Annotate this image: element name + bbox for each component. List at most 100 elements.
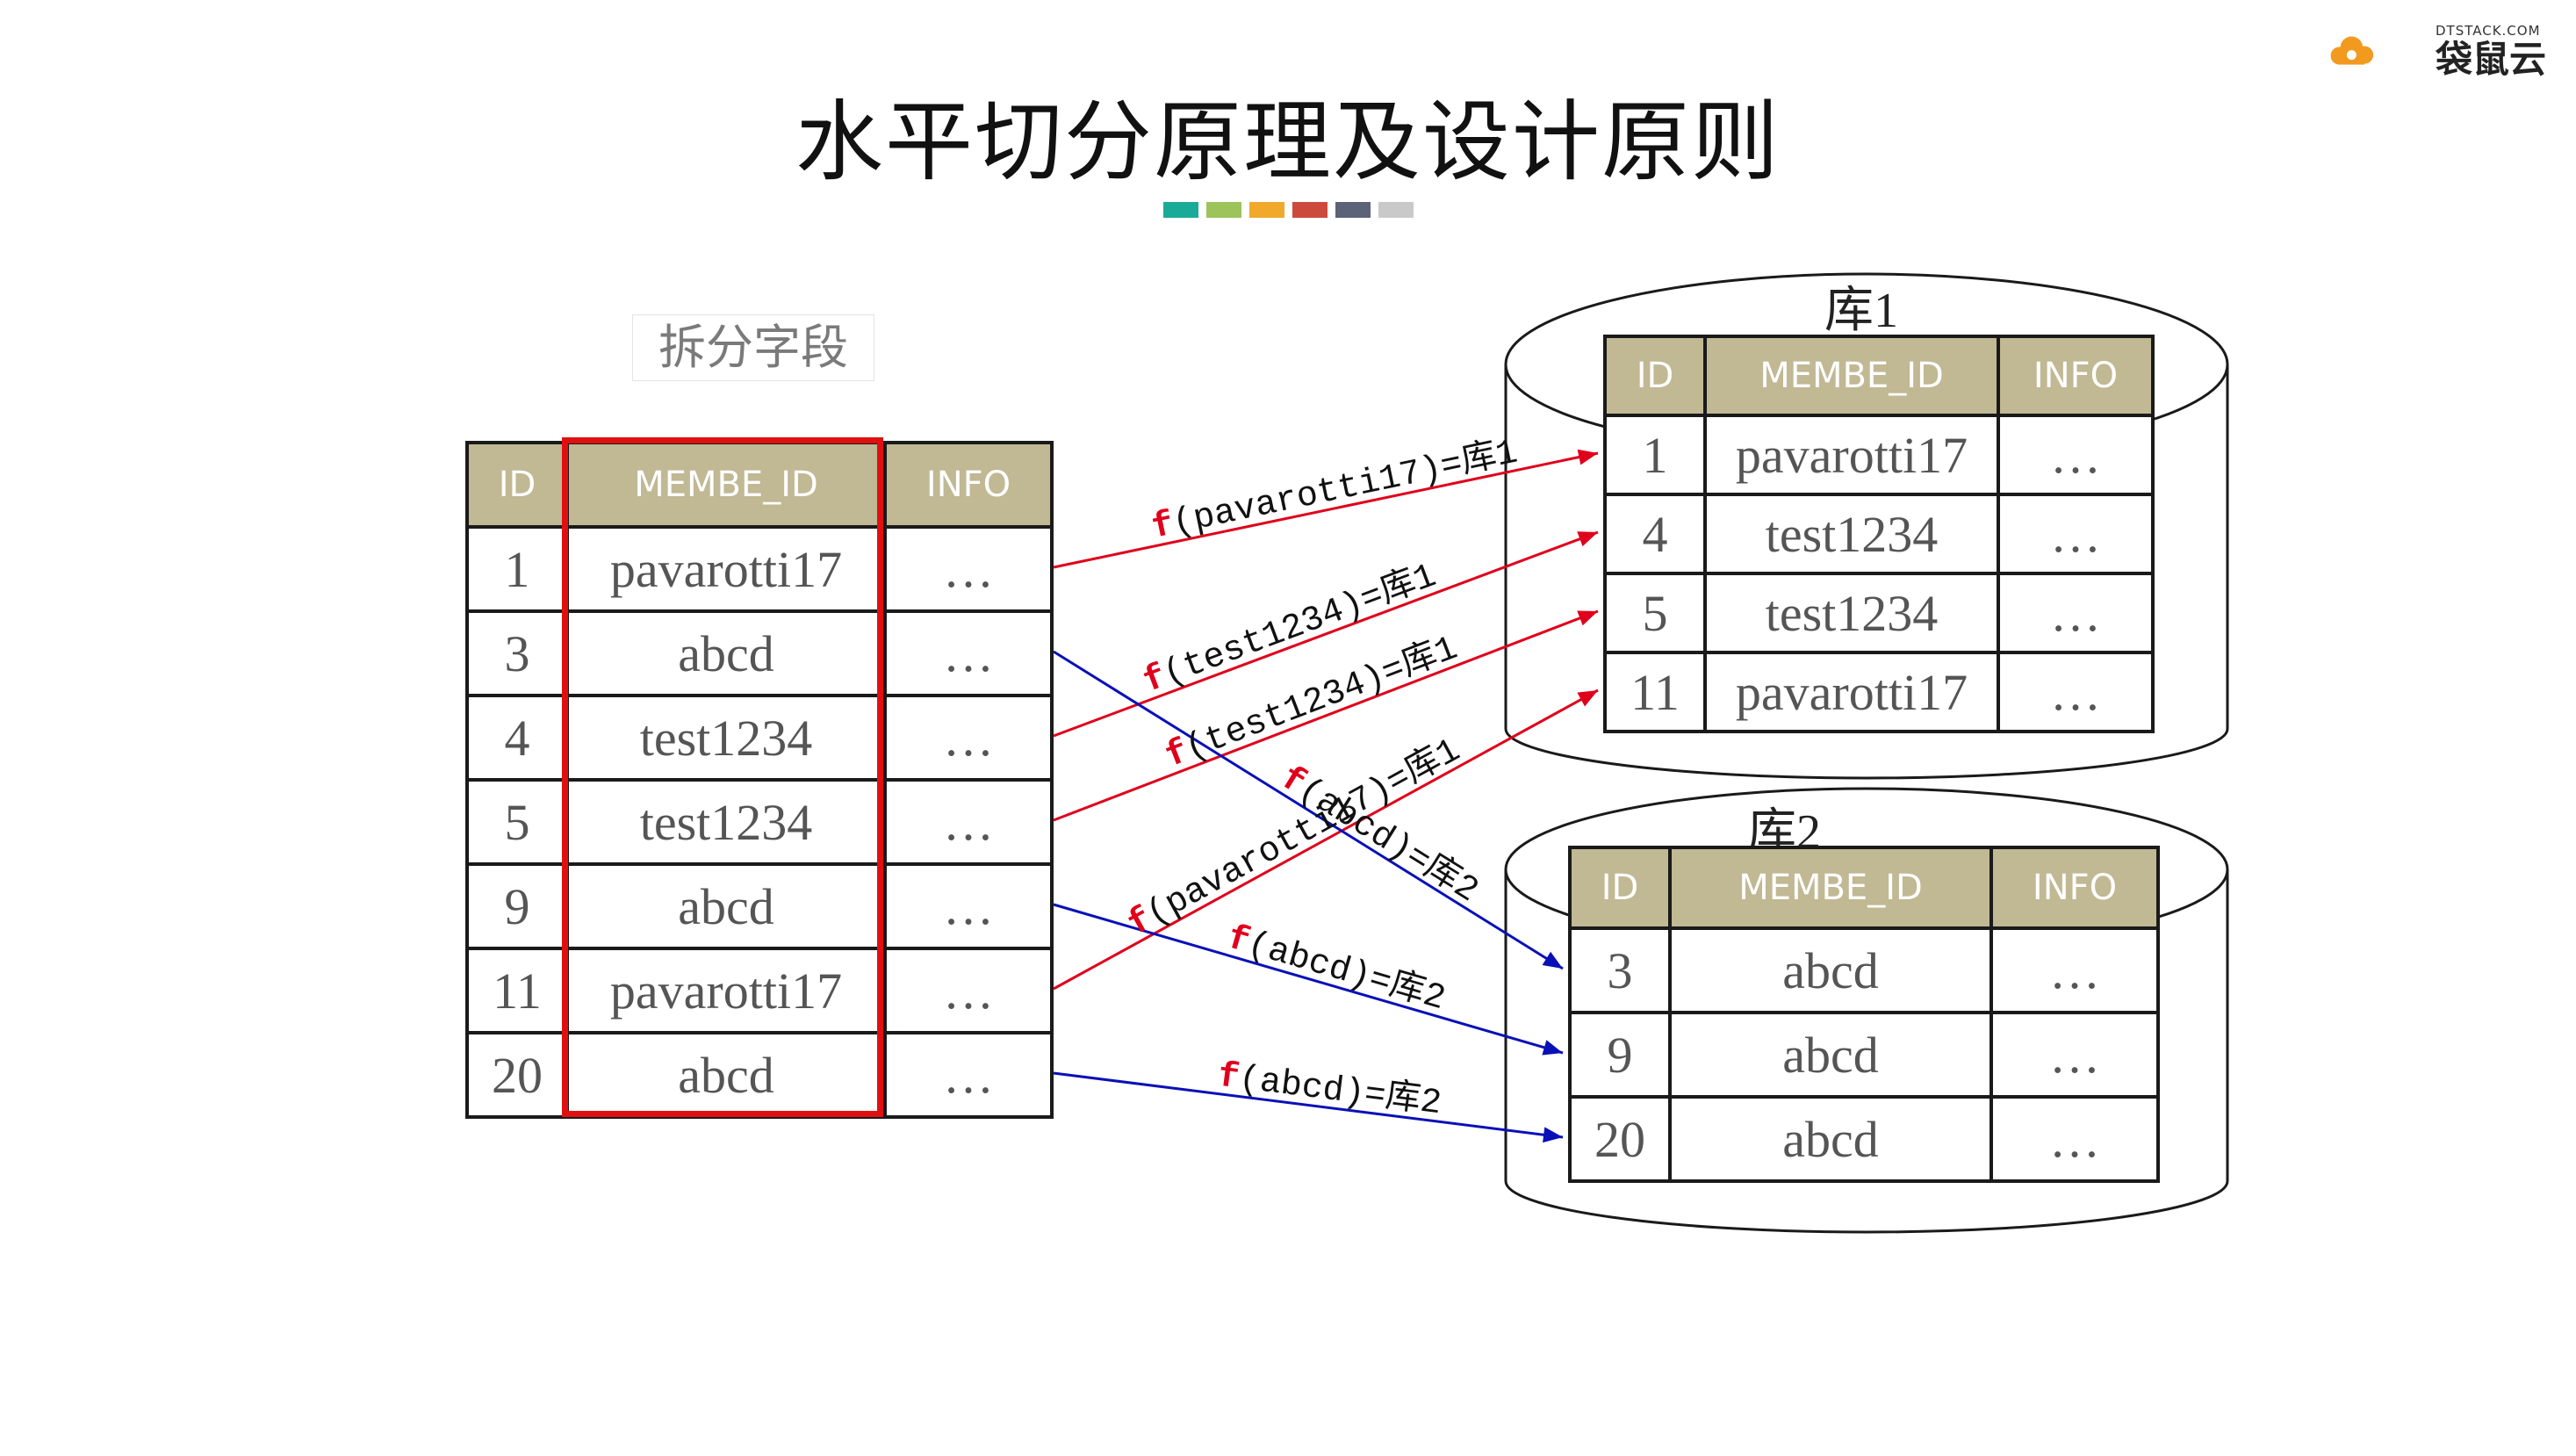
cell-member-id: test1234: [1703, 572, 2000, 654]
function-symbol: f: [1216, 1057, 1241, 1099]
mapping-expression: (abcd)=库2: [1243, 923, 1450, 1020]
header-info: INFO: [1997, 335, 2155, 417]
cell-member-id: pavarotti17: [1703, 414, 2000, 496]
cell-info: …: [1997, 414, 2155, 496]
mapping-arrow: [1053, 1071, 1564, 1139]
header-id: ID: [1568, 846, 1672, 930]
mapping-arrows: [1053, 449, 1599, 1143]
arrowhead-icon: [1577, 449, 1598, 465]
cell-id: 5: [1603, 572, 1707, 654]
deco-swatch: [1249, 202, 1284, 218]
cell-info: …: [1997, 651, 2155, 733]
cell-member-id: test1234: [565, 694, 887, 782]
cell-info: …: [883, 1031, 1054, 1119]
cell-id: 9: [465, 862, 569, 950]
mapping-label: f(pavarotti17)=库1: [1148, 432, 1522, 549]
header-info: INFO: [883, 441, 1054, 529]
mapping-label: f(abcd)=库2: [1222, 917, 1450, 1020]
db1-label: 库1: [1824, 284, 1898, 338]
cell-member-id: abcd: [1668, 1011, 1993, 1099]
cell-info: …: [883, 609, 1054, 697]
header-id: ID: [465, 441, 569, 529]
arrowhead-icon: [1577, 610, 1598, 626]
mapping-expression: (abcd)=库2: [1236, 1058, 1443, 1125]
cell-info: …: [883, 694, 1054, 782]
cell-member-id: abcd: [565, 609, 887, 697]
mapping-label: f(abcd)=库2: [1216, 1056, 1444, 1125]
cell-id: 3: [465, 609, 569, 697]
cell-info: …: [883, 947, 1054, 1034]
mapping-arrow: [1053, 650, 1564, 970]
deco-swatch: [1335, 202, 1371, 218]
header-id: ID: [1603, 335, 1707, 417]
mapping-arrow: [1053, 688, 1599, 991]
deco-swatch: [1206, 202, 1241, 218]
split-field-label: 拆分字段: [632, 314, 874, 381]
header-info: INFO: [1990, 846, 2160, 930]
mapping-arrow: [1053, 451, 1599, 569]
header-member-id: MEMBE_ID: [565, 441, 887, 529]
arrowhead-icon: [1543, 1127, 1563, 1143]
cell-member-id: abcd: [1668, 926, 1993, 1014]
arrowhead-icon: [1577, 690, 1598, 707]
cell-id: 3: [1568, 926, 1672, 1014]
slide-title: 水平切分原理及设计原则: [795, 90, 1781, 193]
cell-id: 11: [1603, 651, 1707, 733]
cell-id: 1: [465, 525, 569, 613]
cell-member-id: test1234: [565, 778, 887, 866]
header-member-id: MEMBE_ID: [1668, 846, 1993, 930]
arrowhead-icon: [1577, 531, 1598, 547]
mapping-arrow: [1053, 609, 1599, 822]
cell-id: 5: [465, 778, 569, 866]
cell-member-id: pavarotti17: [565, 525, 887, 613]
cell-member-id: test1234: [1703, 493, 2000, 575]
cell-id: 11: [465, 947, 569, 1034]
cell-info: …: [1990, 926, 2160, 1014]
cell-info: …: [1990, 1095, 2160, 1183]
cell-id: 9: [1568, 1011, 1672, 1099]
cell-info: …: [1990, 1011, 2160, 1099]
cell-id: 20: [465, 1031, 569, 1119]
table-header-row: ID MEMBE_ID INFO: [1603, 335, 2155, 417]
mapping-labels: f(pavarotti17)=库1f(test1234)=库1f(test123…: [1122, 432, 1522, 1125]
cell-member-id: abcd: [565, 1031, 887, 1119]
cell-info: …: [1997, 572, 2155, 654]
table-header-row: ID MEMBE_ID INFO: [1568, 846, 2160, 930]
cell-member-id: abcd: [1668, 1095, 1993, 1183]
deco-swatch: [1292, 202, 1328, 218]
cell-info: …: [1997, 493, 2155, 575]
cell-id: 20: [1568, 1095, 1672, 1183]
cell-id: 4: [1603, 493, 1707, 575]
cell-member-id: pavarotti17: [565, 947, 887, 1034]
logo-name: 袋鼠云: [2436, 38, 2547, 81]
mapping-expression: (pavarotti17)=库1: [1169, 432, 1521, 544]
deco-swatch: [1378, 202, 1414, 218]
cell-id: 4: [465, 694, 569, 782]
cell-info: …: [883, 778, 1054, 866]
cell-id: 1: [1603, 414, 1707, 496]
arrowhead-icon: [1542, 951, 1563, 969]
arrowhead-icon: [1542, 1040, 1563, 1056]
deco-swatch: [1163, 202, 1198, 218]
split-column-highlight: [562, 437, 883, 1117]
mapping-arrow: [1053, 903, 1564, 1055]
cloud-logo-icon: [2330, 36, 2374, 65]
mapping-arrow: [1053, 530, 1599, 738]
cell-member-id: abcd: [565, 862, 887, 950]
table-header-row: ID MEMBE_ID INFO: [465, 441, 1054, 529]
